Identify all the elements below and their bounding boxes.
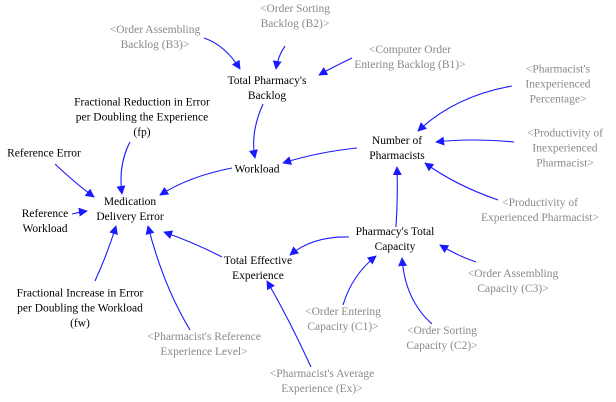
link-productivity-experienced-to-number-of-pharmacists <box>424 162 499 201</box>
node-label-line: Experience (Ex)> <box>281 383 363 395</box>
node-label-line: Capacity (C3)> <box>477 283 548 295</box>
node-label-line: Total Effective <box>224 255 292 267</box>
node-label-line: Capacity (C2)> <box>406 340 477 352</box>
node-label-line: <Order Entering <box>305 306 381 318</box>
link-number-of-pharmacists-to-workload <box>282 147 358 165</box>
node-label-line: <Order Assembling <box>110 24 201 36</box>
node-label-line: Fractional Reduction in Error <box>74 97 210 109</box>
link-order-assembling-backlog-to-total-backlog <box>203 37 241 70</box>
node-label-line: Workload <box>234 164 279 176</box>
node-label-line: Medication <box>104 196 157 208</box>
node-label-line: (fw) <box>70 318 90 330</box>
link-order-assembling-capacity-to-total-capacity <box>439 244 477 263</box>
node-label-line: per Doubling the Experience <box>76 112 209 124</box>
link-reference-experience-to-medication-error <box>145 225 191 331</box>
link-order-sorting-capacity-to-total-capacity <box>398 257 433 325</box>
node-label-line: Number of <box>372 135 422 147</box>
link-computer-order-backlog-to-total-backlog <box>318 57 353 76</box>
node-label-line: Workload <box>22 223 67 235</box>
link-reference-error-to-medication-error <box>54 163 95 198</box>
node-label-line: Pharmacy's Total <box>356 226 435 238</box>
link-fractional-increase-to-medication-error <box>94 225 118 282</box>
link-reference-workload-to-medication-error <box>71 207 88 217</box>
node-label-line: Experience <box>232 270 284 282</box>
node-label-line: <Pharmacist's Average <box>270 368 374 380</box>
node-label-line: <Pharmacist's Reference <box>147 331 261 343</box>
node-label-line: Total Pharmacy's <box>228 75 307 87</box>
node-label-line: <Order Sorting <box>407 325 477 337</box>
node-label-line: Entering Backlog (B1)> <box>354 59 465 71</box>
link-workload-to-medication-error <box>159 167 233 196</box>
node-label-line: Percentage> <box>530 94 587 106</box>
link-fractional-reduction-to-medication-error <box>116 141 131 195</box>
link-order-entering-capacity-to-total-capacity <box>342 255 377 306</box>
node-reference-error: Reference Error <box>7 148 81 160</box>
node-workload: Workload <box>234 164 279 176</box>
link-order-sorting-backlog-to-total-backlog <box>272 45 286 70</box>
node-label-line: (fp) <box>133 127 150 139</box>
node-label-line: <Computer Order <box>369 44 451 56</box>
node-label-line: Experience Level> <box>160 346 247 358</box>
node-label-line: Experienced Pharmacist> <box>481 212 599 224</box>
node-label-line: Capacity (C1)> <box>307 321 378 333</box>
node-productivity-experienced: <Productivity of Experienced Pharmacist> <box>481 197 599 224</box>
link-productivity-inexperienced-to-number-of-pharmacists <box>435 136 515 146</box>
node-label-line: Backlog <box>248 90 287 102</box>
node-label-line: per Doubling the Workload <box>17 303 143 315</box>
node-label-line: Pharmacists <box>369 150 425 162</box>
node-fractional-reduction: Fractional Reduction in Error per Doublin… <box>74 97 210 139</box>
node-label-line: Pharmacist> <box>536 158 594 170</box>
links-layer <box>54 37 515 368</box>
node-label-line: Delivery Error <box>96 211 164 223</box>
node-label-line: Inexperienced <box>525 79 590 91</box>
node-label-line: Reference Error <box>7 148 81 160</box>
node-label-line: Capacity <box>375 241 416 253</box>
node-label-line: <Pharmacist's <box>526 64 591 76</box>
node-fractional-increase: Fractional Increase in Error per Doubling… <box>17 288 144 330</box>
link-total-backlog-to-workload <box>249 103 264 159</box>
node-label-line: Fractional Increase in Error <box>17 288 144 300</box>
node-label-line: <Productivity of <box>502 197 578 209</box>
node-label-line: <Order Assembling <box>468 268 559 280</box>
link-inexperienced-pct-to-number-of-pharmacists <box>417 85 513 132</box>
node-label-line: <Productivity of <box>527 128 603 140</box>
link-average-experience-to-total-experience <box>266 280 312 368</box>
node-label-line: Backlog (B3)> <box>121 39 190 51</box>
link-total-capacity-to-number-of-pharmacists <box>392 166 402 228</box>
node-label-line: <Order Sorting <box>260 3 330 15</box>
node-label-line: Backlog (B2)> <box>261 18 330 30</box>
node-number-of-pharmacists: Number of Pharmacists <box>369 135 425 162</box>
link-total-capacity-to-total-experience <box>289 236 350 256</box>
link-total-experience-to-medication-error <box>163 230 223 258</box>
node-label-line: Reference <box>22 208 69 220</box>
node-label-line: Inexperienced <box>532 143 597 155</box>
